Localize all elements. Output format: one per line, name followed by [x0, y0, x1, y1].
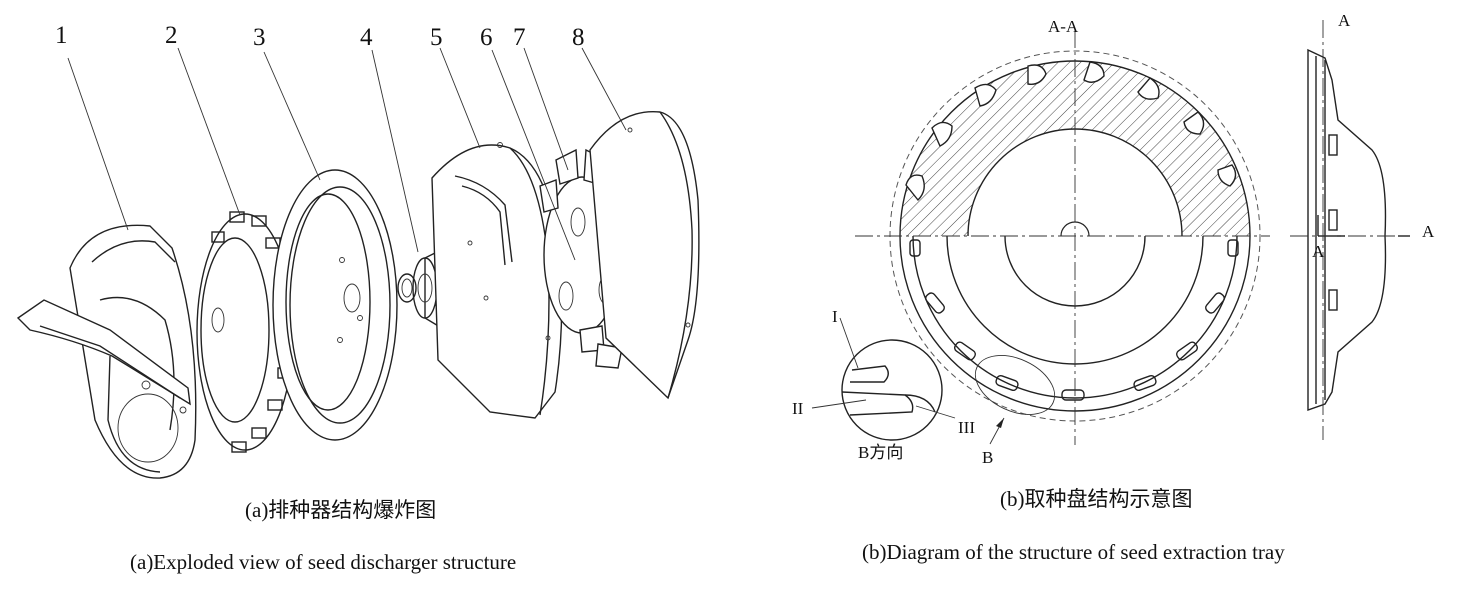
tray-structure-drawing — [811, 20, 1410, 445]
section-label-aa: A-A — [1048, 17, 1079, 36]
detail-view-circle — [811, 317, 956, 441]
part-number-8: 8 — [572, 24, 585, 51]
detail-label-i: I — [832, 307, 838, 326]
part-number-1: 1 — [55, 22, 68, 49]
caption-b-chinese: (b)取种盘结构示意图 — [1000, 487, 1193, 511]
detail-label-ii: II — [792, 399, 804, 418]
part-number-6: 6 — [480, 24, 493, 51]
detail-label-iii: III — [958, 418, 975, 437]
part-8-back-plate — [589, 110, 700, 400]
part-number-4: 4 — [360, 24, 373, 51]
side-section-view — [1307, 48, 1387, 411]
cut-label-center: A — [1312, 242, 1325, 261]
detail-b-outline — [974, 355, 1056, 415]
caption-a-english: (a)Exploded view of seed discharger stru… — [130, 550, 516, 574]
upper-notches — [905, 61, 1237, 202]
view-direction-label: B方向 — [858, 443, 903, 462]
part-number-3: 3 — [253, 24, 266, 51]
view-b-arrow — [989, 417, 1005, 445]
leader-lines — [67, 47, 627, 261]
part-3-cover-disc — [272, 169, 398, 441]
part-number-2: 2 — [165, 22, 178, 49]
exploded-view-drawing: 1 2 3 4 5 6 7 8 — [16, 22, 700, 479]
caption-b-english: (b)Diagram of the structure of seed extr… — [862, 540, 1285, 564]
caption-a-chinese: (a)排种器结构爆炸图 — [245, 498, 436, 522]
cut-label-right: A — [1422, 222, 1435, 241]
part-number-5: 5 — [430, 24, 443, 51]
part-1-housing — [16, 224, 197, 479]
part-number-7: 7 — [513, 24, 526, 51]
part-5-plate — [431, 142, 563, 419]
view-arrow-label: B — [982, 448, 993, 467]
cut-label-top: A — [1338, 11, 1351, 30]
